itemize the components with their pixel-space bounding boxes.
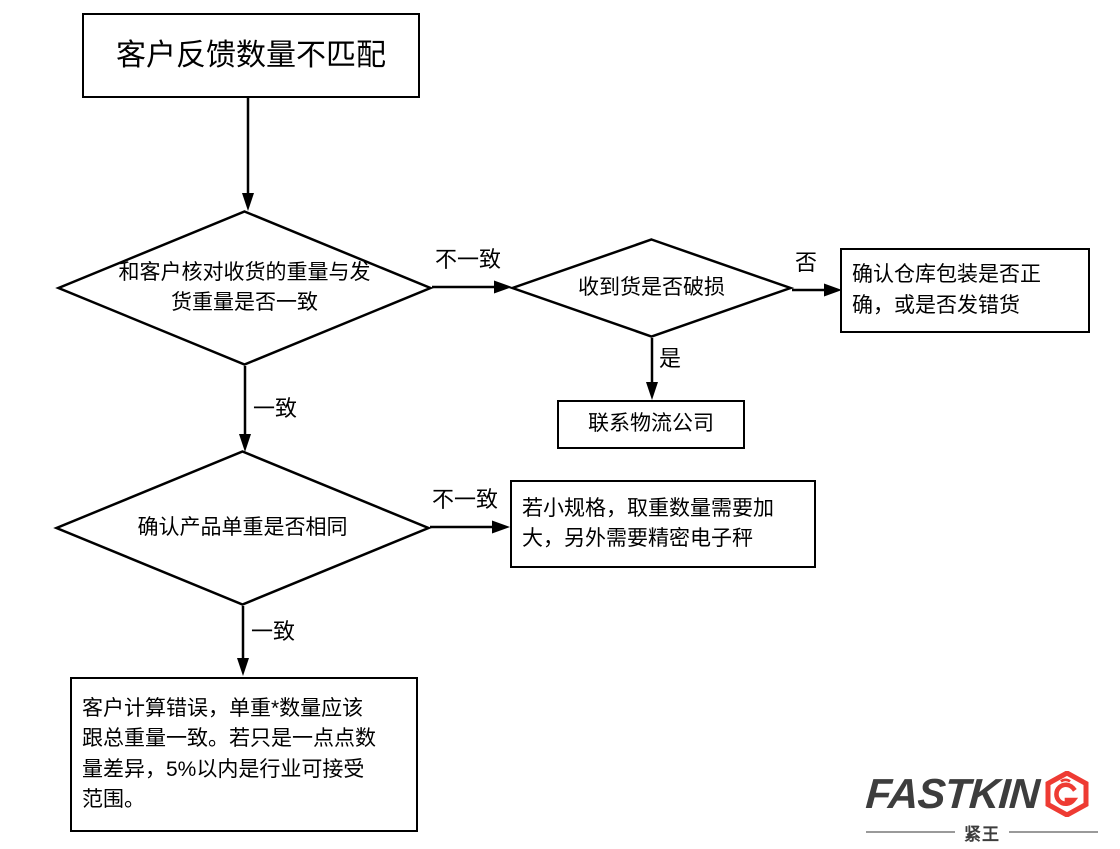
node-decision-damage-label: 收到货是否破损 bbox=[578, 276, 725, 300]
edge-label-unitweight-to-conclusion: 一致 bbox=[251, 619, 296, 644]
logo-subtitle: 紧王 bbox=[964, 824, 1000, 845]
diamond-shape bbox=[55, 450, 430, 606]
connector-damage-to-warehouse bbox=[792, 281, 844, 297]
hex-g-icon bbox=[1045, 771, 1089, 817]
connector-start-to-weight bbox=[242, 98, 254, 213]
connector-unitweight-to-smallspec bbox=[430, 518, 512, 534]
diamond-shape bbox=[57, 210, 432, 366]
node-action-logistics-label: 联系物流公司 bbox=[588, 412, 714, 436]
fastking-logo: FASTKIN 紧王 bbox=[864, 770, 1098, 845]
edge-label-weight-to-unitweight: 一致 bbox=[253, 396, 298, 421]
node-decision-weight[interactable]: 和客户核对收货的重量与发 货重量是否一致 bbox=[57, 210, 432, 366]
node-action-warehouse[interactable]: 确认仓库包装是否正 确，或是否发错货 bbox=[840, 248, 1090, 333]
node-decision-weight-label: 和客户核对收货的重量与发 货重量是否一致 bbox=[118, 261, 371, 314]
connector-unitweight-to-conclusion bbox=[237, 606, 249, 678]
node-start-label: 客户反馈数量不匹配 bbox=[116, 38, 386, 72]
node-action-conclusion[interactable]: 客户计算错误，单重*数量应该 跟总重量一致。若只是一点点数 量差异，5%以内是行… bbox=[70, 677, 418, 832]
node-start[interactable]: 客户反馈数量不匹配 bbox=[82, 13, 420, 98]
logo-rule-right bbox=[1009, 831, 1098, 833]
diamond-shape bbox=[511, 238, 792, 338]
edge-label-unitweight-to-smallspec: 不一致 bbox=[432, 487, 499, 512]
node-action-warehouse-label: 确认仓库包装是否正 确，或是否发错货 bbox=[852, 263, 1041, 317]
node-decision-damage[interactable]: 收到货是否破损 bbox=[511, 238, 792, 338]
edge-label-damage-to-logistics: 是 bbox=[659, 346, 682, 371]
connector-weight-to-damage bbox=[432, 278, 514, 294]
logo-subtitle-row: 紧王 bbox=[866, 820, 1098, 845]
logo-rule-left bbox=[866, 831, 955, 833]
logo-wordmark: FASTKIN bbox=[864, 770, 1041, 817]
edge-label-damage-to-warehouse: 否 bbox=[795, 250, 818, 275]
node-action-logistics[interactable]: 联系物流公司 bbox=[557, 400, 745, 449]
node-decision-unitweight-label: 确认产品单重是否相同 bbox=[137, 516, 348, 540]
node-action-conclusion-label: 客户计算错误，单重*数量应该 跟总重量一致。若只是一点点数 量差异，5%以内是行… bbox=[82, 696, 376, 811]
connector-damage-to-logistics bbox=[646, 338, 658, 402]
node-decision-unitweight[interactable]: 确认产品单重是否相同 bbox=[55, 450, 430, 606]
logo-wordmark-row: FASTKIN bbox=[864, 770, 1041, 817]
node-action-smallspec[interactable]: 若小规格，取重数量需要加 大，另外需要精密电子秤 bbox=[510, 480, 816, 568]
edge-label-weight-to-damage: 不一致 bbox=[435, 247, 502, 272]
node-action-smallspec-label: 若小规格，取重数量需要加 大，另外需要精密电子秤 bbox=[522, 496, 774, 550]
connector-weight-to-unitweight bbox=[239, 366, 251, 454]
